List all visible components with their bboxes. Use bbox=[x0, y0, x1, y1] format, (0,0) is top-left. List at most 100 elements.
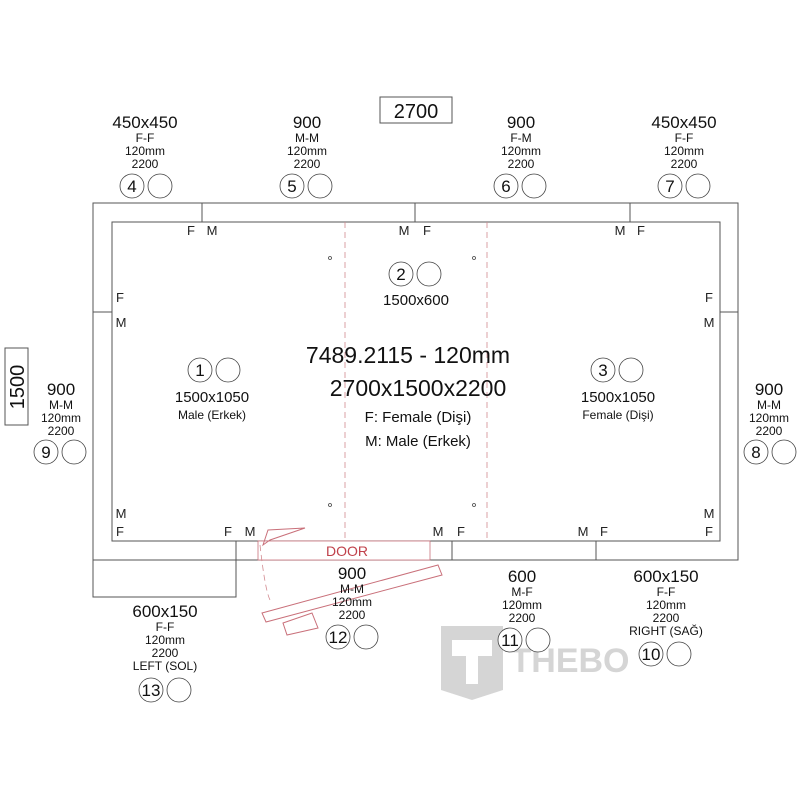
panel-number: 5 bbox=[287, 177, 296, 196]
svg-text:M: M bbox=[578, 524, 589, 539]
panel-h: 2200 bbox=[653, 611, 680, 625]
panel-number-circle bbox=[166, 677, 192, 703]
legend-male: M: Male (Erkek) bbox=[365, 433, 471, 450]
svg-text:Female (Dişi): Female (Dişi) bbox=[582, 408, 653, 422]
panel-h: 2200 bbox=[508, 157, 535, 171]
panel-number-circle bbox=[353, 624, 379, 650]
svg-text:M: M bbox=[433, 524, 444, 539]
svg-text:M: M bbox=[245, 524, 256, 539]
svg-text:M: M bbox=[704, 315, 715, 330]
svg-text:M: M bbox=[615, 223, 626, 238]
panel-h: 2200 bbox=[509, 611, 536, 625]
walls bbox=[92, 202, 739, 598]
panel-1[interactable]: 1 1500x1050 Male (Erkek) bbox=[175, 357, 249, 422]
svg-text:F: F bbox=[187, 223, 195, 238]
panel-number-circle bbox=[525, 627, 551, 653]
panel-side: LEFT (SOL) bbox=[133, 659, 197, 673]
panel-number-circle bbox=[771, 439, 797, 465]
panel-number-circle bbox=[497, 627, 523, 653]
panel-thick: 120mm bbox=[664, 144, 704, 158]
panel-joint: F-F bbox=[675, 131, 694, 145]
panel-joint: F-F bbox=[156, 620, 175, 634]
panel-number: 11 bbox=[501, 631, 519, 650]
panel-number-circle bbox=[685, 173, 711, 199]
svg-text:1: 1 bbox=[195, 361, 204, 380]
width-dimension: 2700 bbox=[394, 101, 439, 123]
panel-size: 900 bbox=[47, 380, 75, 399]
panel-thick: 120mm bbox=[502, 598, 542, 612]
panel-number-circle bbox=[493, 173, 519, 199]
panel-side: RIGHT (SAĞ) bbox=[629, 623, 703, 638]
panel-size: 450x450 bbox=[112, 113, 177, 132]
room-size: 2700x1500x2200 bbox=[330, 375, 507, 401]
panel-size: 600x150 bbox=[633, 567, 698, 586]
door[interactable]: DOOR bbox=[257, 527, 443, 636]
panel-thick: 120mm bbox=[332, 595, 372, 609]
panel-number: 6 bbox=[501, 177, 510, 196]
panel-number: 8 bbox=[751, 443, 760, 462]
panel-number: 13 bbox=[142, 681, 161, 700]
panel-number-circle bbox=[138, 677, 164, 703]
panel-h: 2200 bbox=[756, 424, 783, 438]
panel-number: 10 bbox=[642, 645, 661, 664]
svg-text:M: M bbox=[116, 506, 127, 521]
panel-h: 2200 bbox=[132, 157, 159, 171]
panel-thick: 120mm bbox=[125, 144, 165, 158]
panel-number-circle bbox=[147, 173, 173, 199]
svg-text:M: M bbox=[116, 315, 127, 330]
legend-female: F: Female (Dişi) bbox=[365, 409, 472, 426]
svg-text:F: F bbox=[705, 524, 713, 539]
svg-text:M: M bbox=[207, 223, 218, 238]
panel-thick: 120mm bbox=[145, 633, 185, 647]
panel-thick: 120mm bbox=[41, 411, 81, 425]
room-code: 7489.2115 - 120mm bbox=[306, 342, 510, 368]
svg-text:F: F bbox=[705, 290, 713, 305]
svg-text:F: F bbox=[637, 223, 645, 238]
panel-number-circle bbox=[638, 641, 664, 667]
depth-dimension-box bbox=[4, 347, 29, 426]
svg-text:M: M bbox=[399, 223, 410, 238]
panel-2[interactable]: 2 1500x600 bbox=[383, 261, 449, 309]
svg-text:M: M bbox=[704, 506, 715, 521]
panel-number-circle bbox=[61, 439, 87, 465]
width-dimension-box bbox=[379, 96, 453, 124]
panel-thick: 120mm bbox=[749, 411, 789, 425]
panel-joint: M-F bbox=[511, 585, 532, 599]
panel-number: 9 bbox=[41, 443, 50, 462]
svg-text:Male (Erkek): Male (Erkek) bbox=[178, 408, 246, 422]
panel-joint: M-M bbox=[340, 582, 364, 596]
panel-size: 900 bbox=[293, 113, 321, 132]
svg-text:F: F bbox=[116, 290, 124, 305]
panel-joint: M-M bbox=[757, 398, 781, 412]
panel-number: 7 bbox=[665, 177, 674, 196]
panel-joint: M-M bbox=[295, 131, 319, 145]
panel-number-circle bbox=[279, 173, 305, 199]
panel-number-circle bbox=[743, 439, 769, 465]
svg-text:F: F bbox=[116, 524, 124, 539]
svg-text:2: 2 bbox=[396, 265, 405, 284]
svg-text:1500x1050: 1500x1050 bbox=[175, 389, 249, 406]
panel-size: 900 bbox=[507, 113, 535, 132]
panel-h: 2200 bbox=[671, 157, 698, 171]
panel-number-circle bbox=[657, 173, 683, 199]
panel-number: 12 bbox=[329, 628, 348, 647]
panel-size: 900 bbox=[338, 564, 366, 583]
panel-number-circle bbox=[307, 173, 333, 199]
panel-joint: F-M bbox=[510, 131, 531, 145]
panel-3[interactable]: 3 1500x1050 Female (Dişi) bbox=[581, 357, 655, 422]
panel-size: 450x450 bbox=[651, 113, 716, 132]
panel-number-circle bbox=[325, 624, 351, 650]
panel-number-circle bbox=[666, 641, 692, 667]
